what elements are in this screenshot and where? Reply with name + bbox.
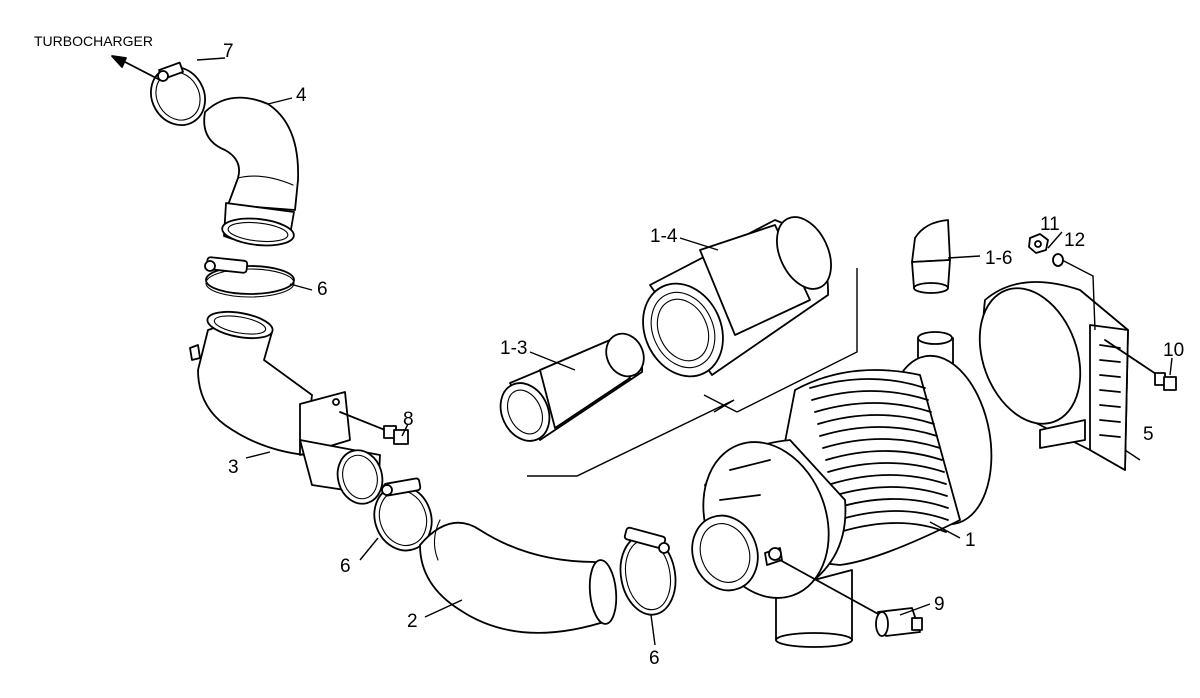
intake-pipe-3	[189, 310, 384, 505]
label-3: 3	[228, 457, 239, 478]
bolt-8	[339, 411, 409, 445]
restriction-indicator-9	[779, 559, 923, 637]
vacuator-valve-1-6	[911, 219, 951, 294]
hose-clamp-6-lower	[619, 526, 677, 616]
label-4: 4	[296, 85, 307, 106]
label-2: 2	[407, 611, 418, 632]
main-filter-element-1-4	[642, 216, 832, 378]
label-6-lower: 6	[649, 648, 660, 669]
label-11: 11	[1040, 214, 1060, 235]
hose-clamp-7	[150, 61, 206, 126]
label-1-6: 1-6	[985, 248, 1012, 269]
label-1-3: 1-3	[500, 338, 527, 359]
turbocharger-arrow	[111, 55, 161, 81]
bolt-10	[1104, 339, 1177, 391]
elbow-hose-4	[203, 96, 299, 247]
label-8: 8	[403, 409, 414, 430]
label-12: 12	[1064, 230, 1085, 251]
air-cleaner-assembly-1	[691, 331, 993, 648]
hose-clamp-6-middle	[373, 477, 433, 552]
label-5: 5	[1143, 424, 1154, 445]
label-10: 10	[1163, 340, 1184, 361]
washer-12	[1052, 253, 1064, 267]
label-1: 1	[965, 530, 976, 551]
callout-labels: TURBOCHARGER 7 4 6 3 8 6 2 6 1-3 1-4 1-6…	[34, 33, 1184, 669]
label-turbocharger: TURBOCHARGER	[34, 33, 153, 49]
safety-filter-element-1-3	[499, 332, 645, 442]
label-6-upper: 6	[317, 279, 328, 300]
hose-clamp-6-upper	[204, 256, 295, 298]
hose-2	[419, 519, 618, 634]
label-6-middle: 6	[340, 556, 351, 577]
filter-element-frame	[527, 268, 858, 477]
mounting-band-5	[978, 281, 1129, 471]
label-7: 7	[223, 41, 234, 62]
label-9: 9	[934, 594, 945, 615]
label-1-4: 1-4	[650, 226, 678, 247]
leader-lines	[196, 57, 1173, 646]
nut-11	[1028, 233, 1049, 254]
